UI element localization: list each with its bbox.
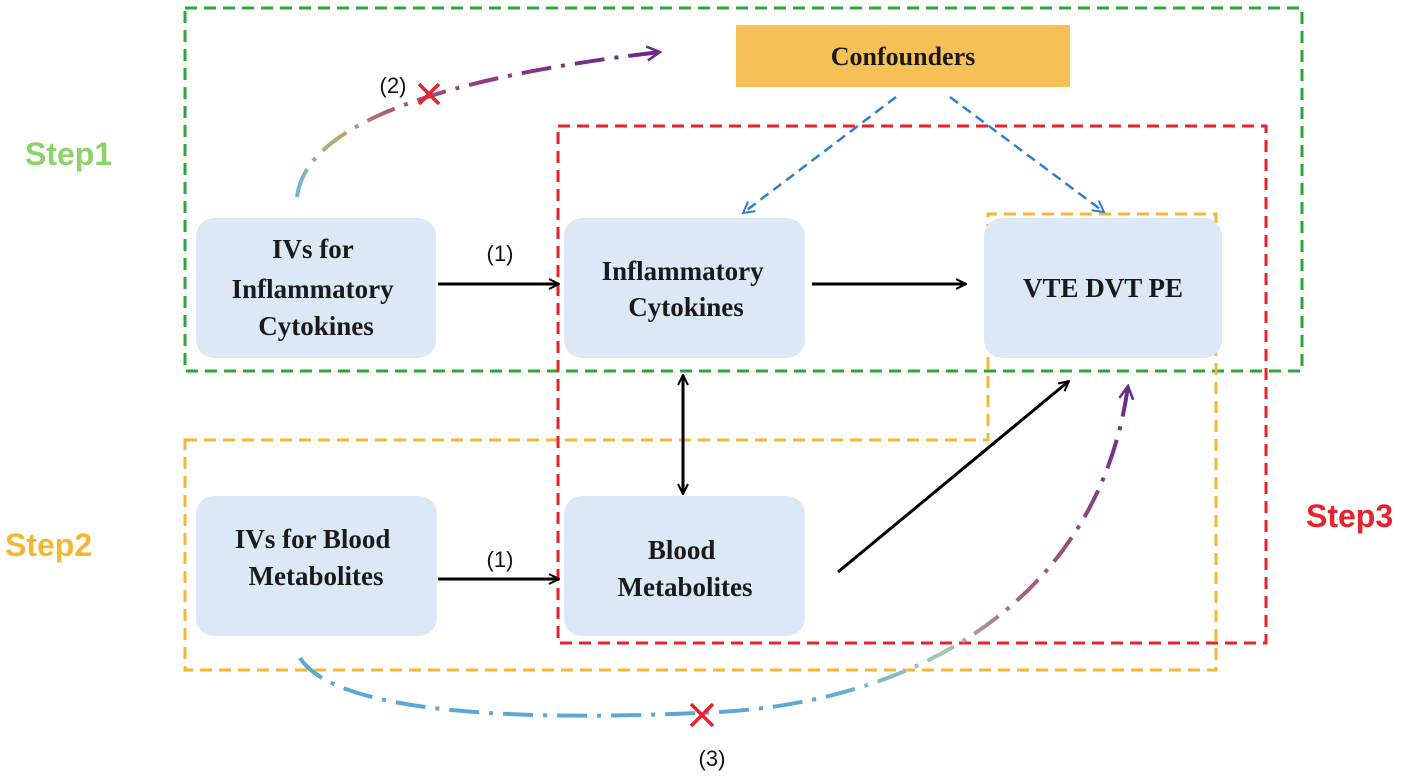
assumption3-path — [298, 386, 1128, 718]
assumption2-label: (2) — [380, 73, 407, 98]
step3-label: Step3 — [1306, 498, 1393, 534]
outcome-box — [984, 218, 1222, 358]
cytokines-label: Inflammatory Cytokines — [602, 256, 771, 322]
metabolites-label: Blood Metabolites — [618, 535, 753, 602]
ivs-cytokines-label: IVs for Inflammatory Cytokines — [232, 234, 401, 341]
step1-region — [183, 6, 1304, 373]
metabolites-box — [564, 496, 805, 636]
cross-mark-2 — [417, 82, 441, 106]
outcome-label: VTE DVT PE — [1023, 273, 1183, 303]
arrow-metabolites-to-outcome — [837, 381, 1069, 574]
ivs-metabolites-box — [196, 496, 437, 636]
step2-label: Step2 — [5, 527, 92, 563]
step2-region — [183, 212, 1218, 672]
confounder-arrow-cytokines — [743, 96, 897, 213]
assumption3-label: (3) — [699, 746, 726, 771]
assumption2-path — [295, 52, 660, 198]
assumption1-label-top: (1) — [487, 241, 514, 266]
cross-mark-3 — [689, 702, 715, 728]
assumption1-label-bottom: (1) — [487, 547, 514, 572]
confounder-arrow-outcome — [949, 95, 1104, 212]
step1-label: Step1 — [25, 136, 112, 172]
cytokines-box — [564, 218, 805, 358]
ivs-metabolites-label: IVs for Blood Metabolites — [235, 524, 397, 591]
confounders-label: Confounders — [831, 42, 975, 71]
ivs-cytokines-box — [196, 218, 436, 358]
confounders-box — [736, 25, 1070, 87]
step3-region — [556, 124, 1268, 645]
